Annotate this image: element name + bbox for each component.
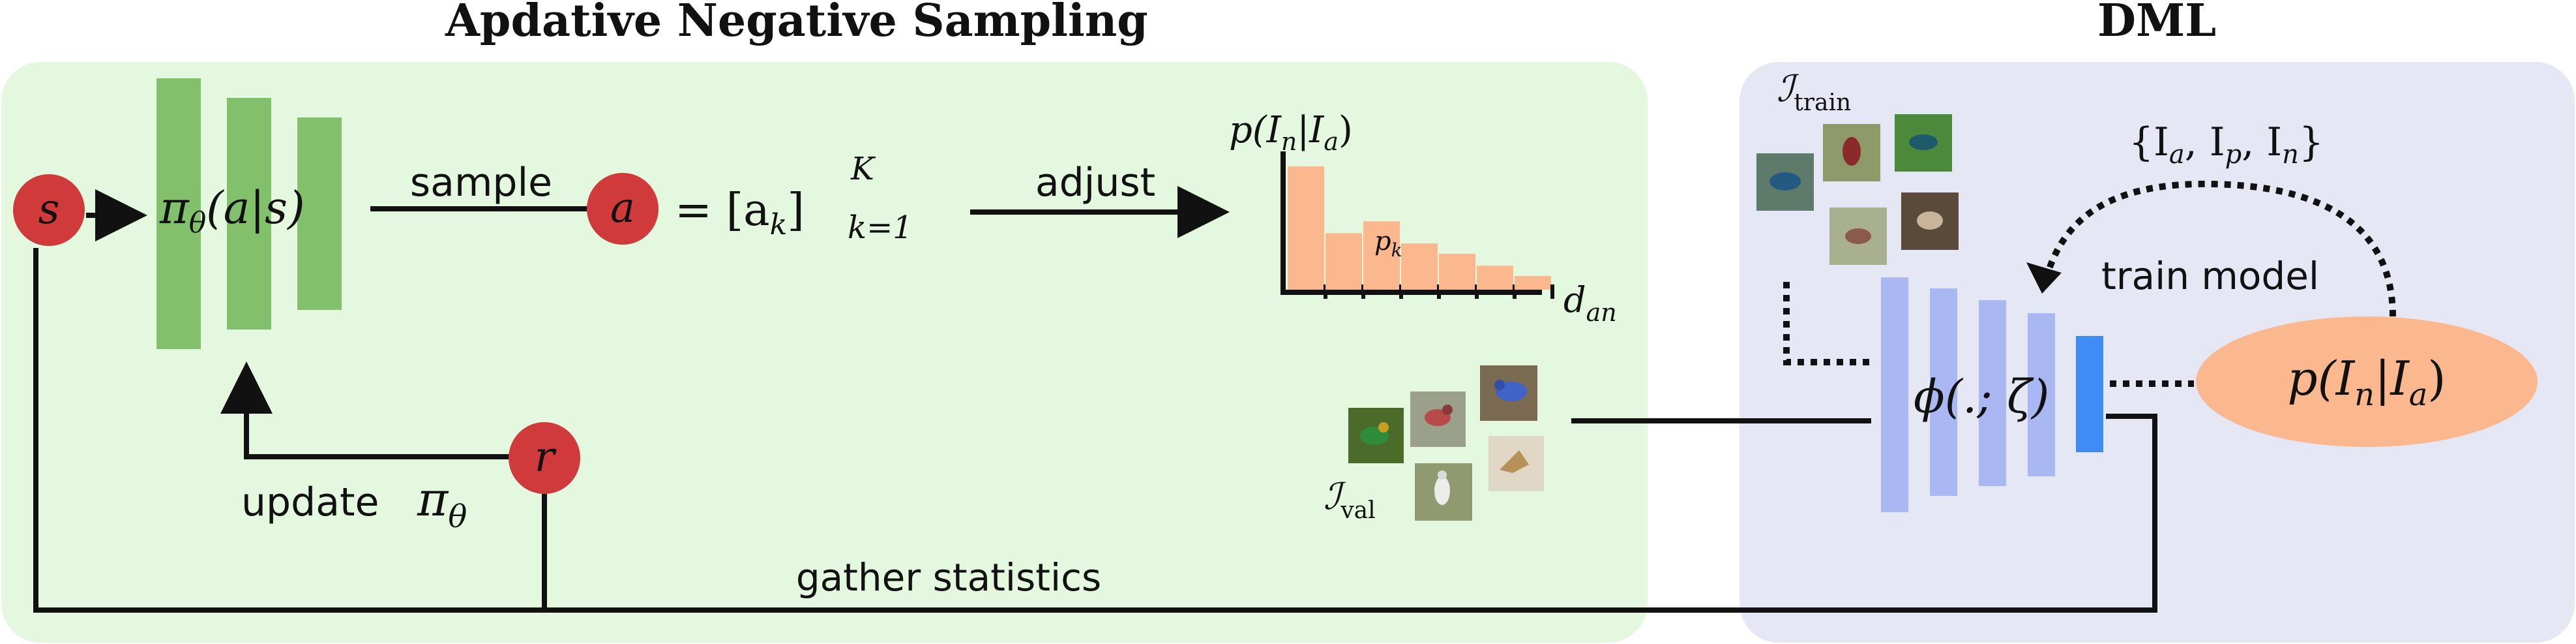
model-label: ϕ(.; ζ) [1914, 370, 2049, 423]
train-bird-photo-icon-4 [1829, 207, 1887, 265]
encoder-bar-2 [1930, 288, 1957, 496]
histogram-bar [1325, 233, 1362, 290]
val-bird-photo-icon-3 [1480, 365, 1537, 421]
training-images [1756, 114, 1959, 265]
histogram [1288, 166, 1554, 299]
pk-label: pk [1374, 226, 1402, 261]
gather-statistics-loop [33, 248, 2157, 613]
encoder-bar-4 [2028, 313, 2055, 476]
histogram-bar [1288, 166, 1324, 290]
encoder-bar-1 [1881, 277, 1908, 512]
train-bird-photo-icon-5 [1901, 192, 1959, 250]
train-bird-photo-icon-1 [1756, 153, 1814, 211]
policy-bar-3 [297, 117, 342, 310]
val-bird-photo-icon-4 [1488, 436, 1544, 491]
action-node [587, 173, 659, 245]
val-bird-photo-icon-5 [1415, 463, 1472, 521]
policy-bar-2 [227, 98, 271, 330]
train-model-label: train model [2101, 254, 2319, 298]
triplet-label: {Ia, Ip, In} [2129, 119, 2324, 170]
update-policy-label: πθ [417, 472, 467, 535]
state-node-label: s [38, 185, 60, 234]
train-to-model-dotted [1783, 282, 1871, 365]
adjust-label: adjust [1035, 160, 1155, 206]
gather-statistics-label: gather statistics [796, 555, 1101, 600]
policy-label: πθ(a|s) [159, 183, 305, 239]
histogram-title: p(In|Ia) [1229, 109, 1353, 156]
validation-set-label: ℐval [1324, 476, 1376, 524]
sample-label: sample [410, 160, 552, 206]
action-range: k=1 [848, 209, 913, 246]
train-model-arrowhead [2026, 262, 2062, 294]
train-bird-photo-icon-2 [1823, 124, 1880, 181]
train-model-arrow [2041, 180, 2396, 317]
embedding-bar [2076, 336, 2103, 452]
histogram-bar [1477, 266, 1513, 290]
histogram-bar [1401, 243, 1438, 290]
histogram-x-label: dan [1563, 279, 1617, 327]
validation-images [1348, 365, 1544, 521]
dml-title: DML [2097, 0, 2216, 47]
reward-node-label: r [535, 433, 557, 482]
histogram-bar [1439, 253, 1475, 290]
state-node [13, 174, 85, 246]
train-set-label: ℐtrain [1777, 68, 1851, 116]
distribution-label: p(In|Ia) [2288, 351, 2446, 413]
action-sup: K [850, 151, 876, 187]
val-bird-photo-icon-2 [1410, 391, 1466, 447]
action-equation: = [ak] [675, 185, 805, 241]
val-bird-photo-icon-1 [1348, 408, 1404, 463]
train-bird-photo-icon-3 [1895, 114, 1952, 172]
action-node-label: a [610, 184, 635, 232]
histogram-bar [1363, 221, 1400, 290]
distribution-ellipse [2196, 316, 2538, 447]
reward-node [509, 422, 580, 494]
update-arrow [220, 361, 522, 459]
sampling-title: Apdative Negative Sampling [445, 0, 1148, 47]
policy-bar-1 [156, 78, 201, 349]
update-label: update [241, 480, 379, 525]
encoder-bar-3 [1979, 300, 2006, 486]
histogram-bar [1515, 276, 1551, 290]
